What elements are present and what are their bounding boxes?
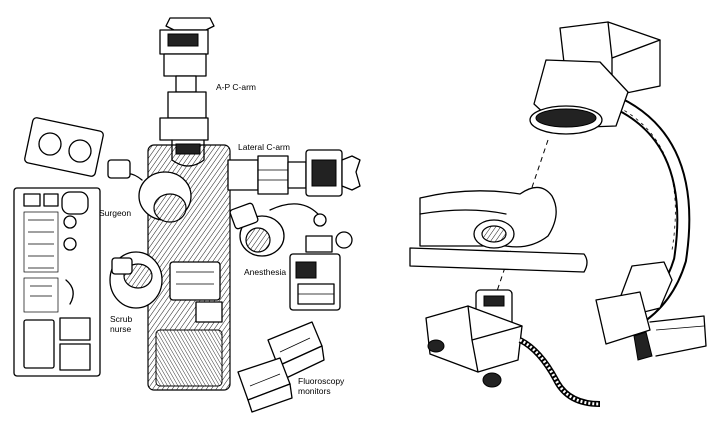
surgeon-figure <box>107 159 192 223</box>
label-scrub-nurse-line2: nurse <box>110 324 132 334</box>
patient <box>419 186 557 249</box>
cable <box>518 337 601 407</box>
ap-carm <box>159 17 215 167</box>
basin-stand <box>24 117 104 177</box>
fluoroscopy-monitors <box>237 321 325 413</box>
label-fluoroscopy-line1: Fluoroscopy <box>298 376 345 386</box>
label-surgeon: Surgeon <box>99 208 131 218</box>
label-scrub-nurse-line1: Scrub <box>110 314 132 324</box>
xray-tube <box>425 289 523 388</box>
lateral-carm <box>227 149 361 197</box>
anesthesia-area <box>229 202 353 311</box>
carm-base <box>595 261 707 361</box>
or-top-view: A-P C-arm Lateral C-arm Surgeon Anesthes… <box>13 17 361 413</box>
image-intensifier <box>529 21 661 135</box>
patient-table <box>409 247 588 273</box>
carm-side-view <box>409 21 707 407</box>
scrub-nurse-figure <box>109 251 223 323</box>
label-lateral-carm: Lateral C-arm <box>238 142 290 152</box>
label-fluoroscopy-line2: monitors <box>298 386 331 396</box>
instrument-table <box>13 187 101 377</box>
label-anesthesia: Anesthesia <box>244 267 286 277</box>
label-ap-carm: A-P C-arm <box>216 82 256 92</box>
